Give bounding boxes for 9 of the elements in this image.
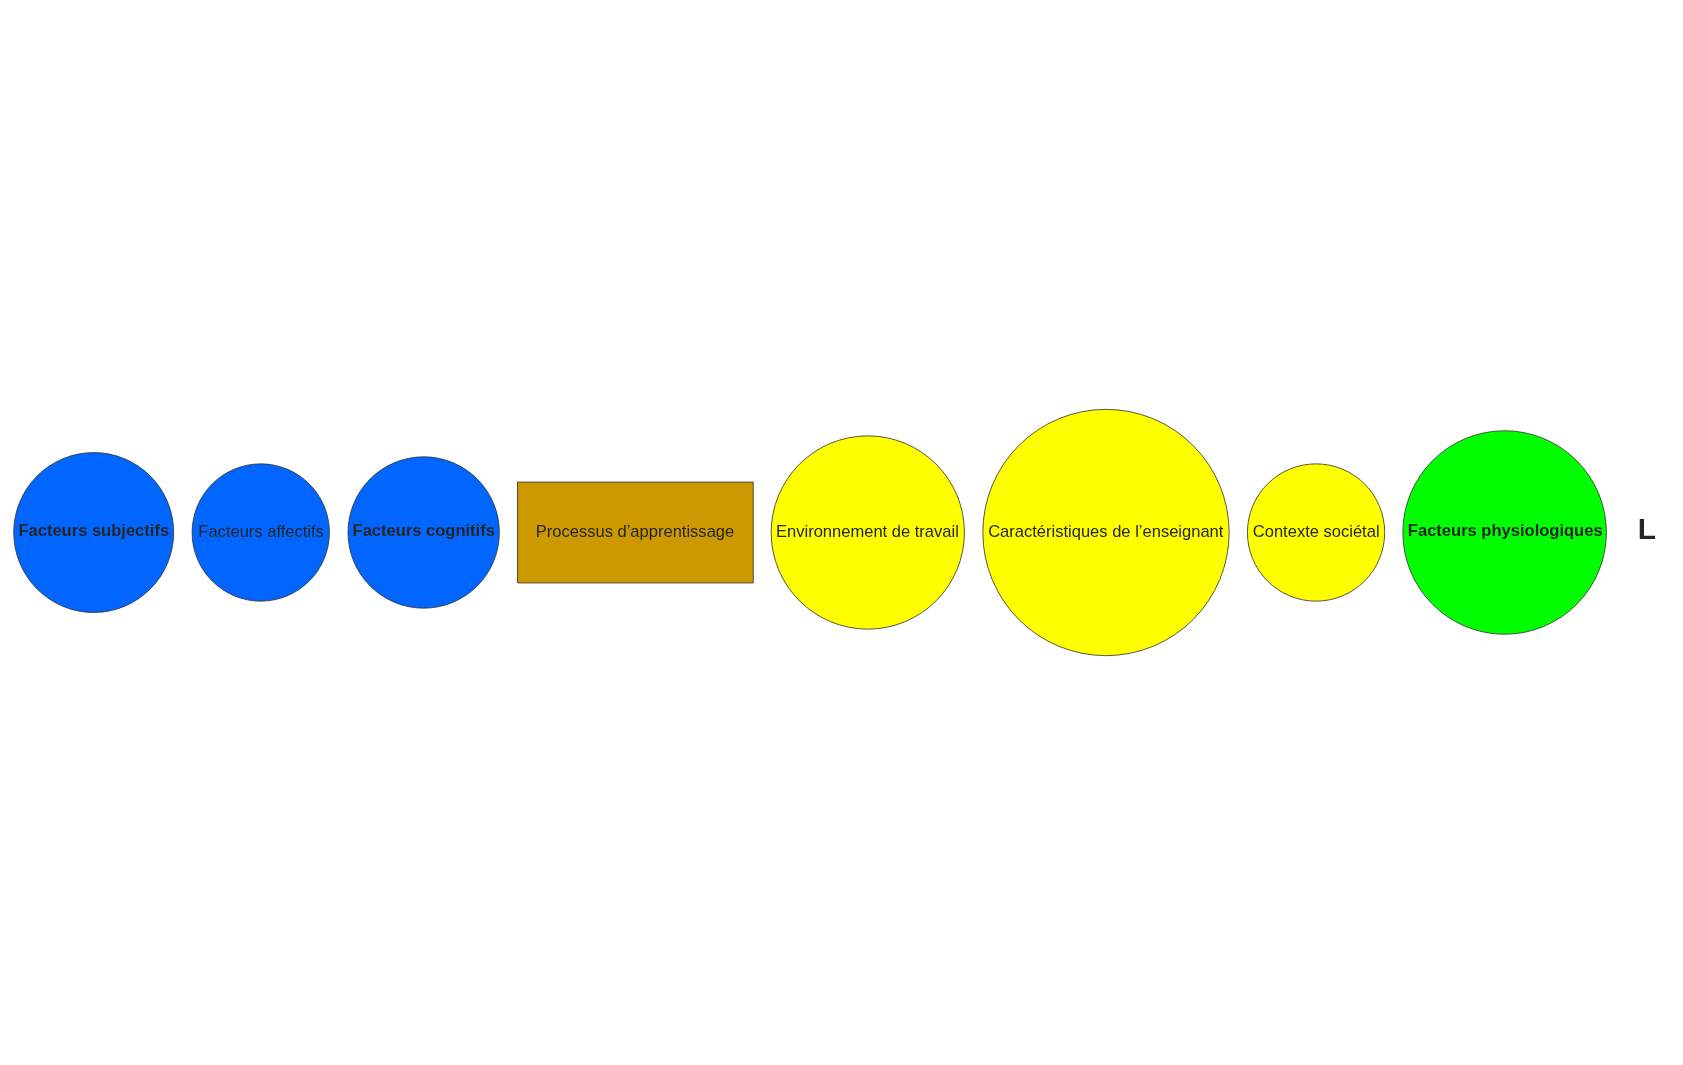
node-circle: Facteurs subjectifs — [13, 452, 175, 613]
node-circle: Contexte sociétal — [1247, 463, 1386, 602]
node-box: Processus d’apprentissage — [517, 481, 754, 584]
node-circle: Environnement de travail — [770, 435, 965, 630]
node-circle: Facteurs cognitifs — [347, 456, 500, 609]
node-circle: Facteurs physiologiques — [1402, 430, 1607, 635]
label: L — [1637, 511, 1656, 545]
node-circle: Facteurs affectifs — [191, 463, 330, 602]
node-circle: Caractéristiques de l’enseignant — [982, 408, 1230, 657]
